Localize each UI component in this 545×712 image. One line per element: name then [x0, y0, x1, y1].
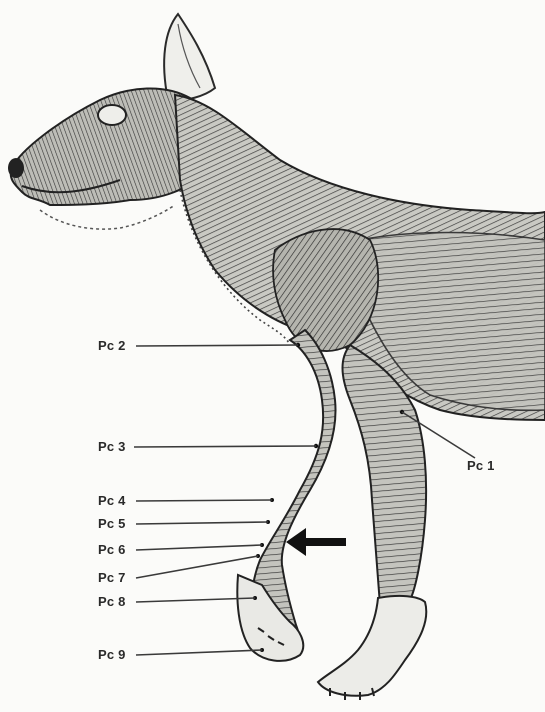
label-pc5: Pc 5 [98, 516, 126, 531]
arrow-left-icon [286, 528, 346, 556]
shoulder-muscle [273, 229, 378, 351]
label-pc8: Pc 8 [98, 594, 126, 609]
label-pc2: Pc 2 [98, 338, 126, 353]
ear [164, 14, 215, 100]
label-pc9: Pc 9 [98, 647, 126, 662]
label-pc1: Pc 1 [467, 458, 495, 473]
near-paw [318, 596, 426, 696]
label-pc3: Pc 3 [98, 439, 126, 454]
eye [98, 105, 126, 125]
label-pc7: Pc 7 [98, 570, 126, 585]
nose [8, 158, 24, 178]
label-pc4: Pc 4 [98, 493, 126, 508]
label-pc6: Pc 6 [98, 542, 126, 557]
